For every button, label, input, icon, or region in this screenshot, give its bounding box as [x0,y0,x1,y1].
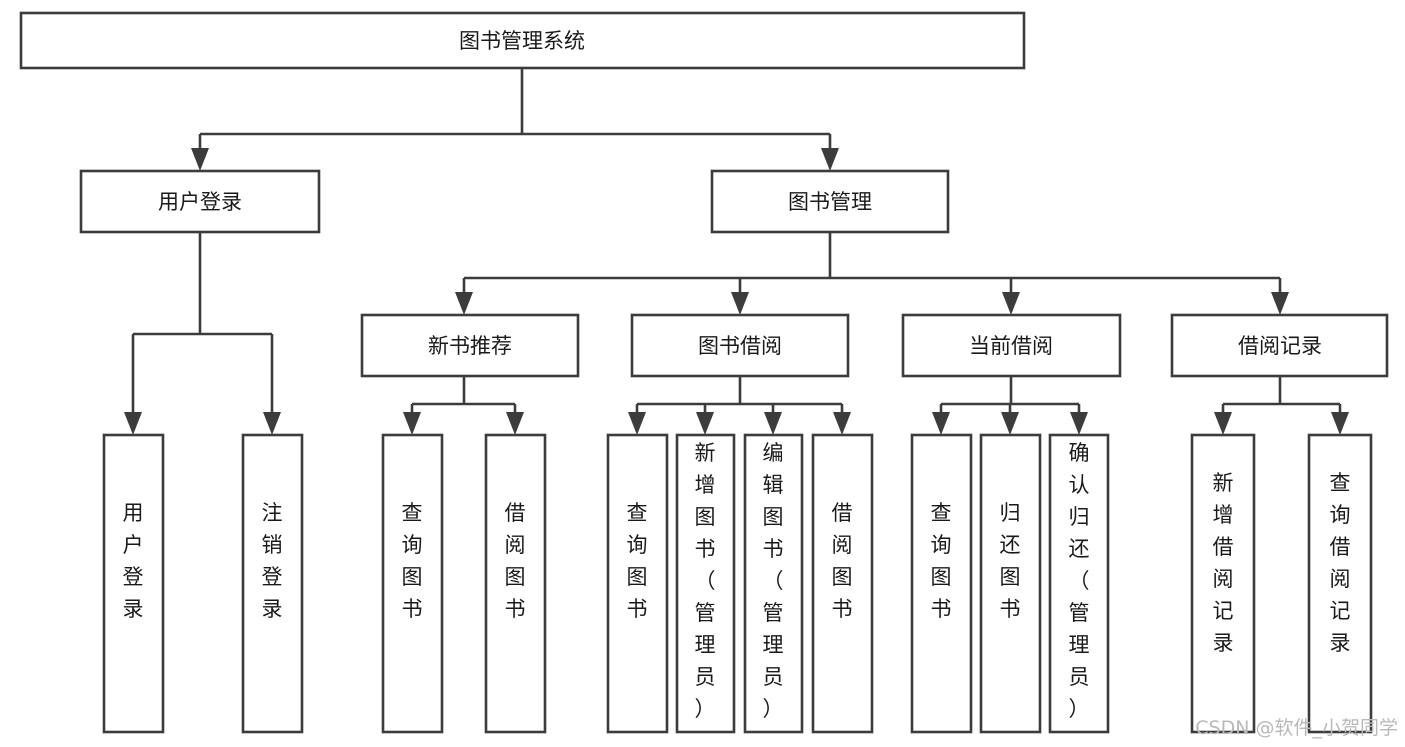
node-book-borrow-box[interactable] [630,313,850,378]
leaf-node-cb-return-box[interactable] [979,433,1042,734]
connector-group-user-login-leaves [124,232,281,435]
leaf-node-cb-query-label: 查询图书 [931,501,952,621]
leaf-node-newbook-query-box[interactable] [381,433,444,734]
arrow-head-br-add [1214,412,1232,435]
node-user-login-box[interactable] [79,169,321,234]
leaf-node-bb-query-label: 查询图书 [627,501,648,621]
arrow-head-newbook-query [403,412,421,435]
node-user-login[interactable]: 用户登录 [79,169,321,234]
leaf-node-bb-borrow[interactable]: 借阅图书 [811,433,874,734]
leaf-node-bb-add-box[interactable] [675,433,736,734]
leaf-node-newbook-query-label: 查询图书 [402,501,423,621]
arrow-head-borrow-record [1271,292,1289,315]
arrow-head-new-book [455,292,473,315]
node-root-label: 图书管理系统 [459,29,585,53]
connector-group-new-book-leaves [403,376,524,435]
leaf-node-cb-query[interactable]: 查询图书 [910,433,973,734]
node-book-management-label: 图书管理 [788,190,872,214]
leaf-node-cb-confirm-label: 确认归还（管理员） [1069,441,1090,721]
node-root-box[interactable] [19,11,1026,70]
leaf-node-bb-edit-box[interactable] [743,433,804,734]
leaf-node-bb-query[interactable]: 查询图书 [606,433,669,734]
node-current-borrow-label: 当前借阅 [969,334,1053,358]
leaf-node-user-login-label: 用户登录 [123,501,144,621]
connector-group-root [191,68,839,171]
leaf-node-bb-add[interactable]: 新增图书（管理员） [675,433,736,734]
node-root[interactable]: 图书管理系统 [19,11,1026,70]
csdn-watermark: CSDN @软件_小贺同学 [1195,717,1398,739]
leaf-node-bb-borrow-label: 借阅图书 [832,501,853,621]
arrow-head-bb-edit [764,412,782,435]
connector-group-borrow-record-leaves [1214,376,1349,435]
leaf-node-logout-box[interactable] [241,433,304,734]
leaf-node-newbook-borrow-label: 借阅图书 [505,501,526,621]
connector-group-book-mgmt [455,232,1289,315]
node-borrow-record-label: 借阅记录 [1238,334,1322,358]
arrow-head-user-login [191,148,209,171]
connector-group-current-borrow-leaves [932,376,1088,435]
leaf-node-cb-query-box[interactable] [910,433,973,734]
leaf-node-newbook-query[interactable]: 查询图书 [381,433,444,734]
arrow-head-cb-return [1001,412,1019,435]
arrow-head-leaf-user-login [124,412,142,435]
node-current-borrow-box[interactable] [901,313,1122,378]
leaf-node-bb-query-box[interactable] [606,433,669,734]
leaf-node-cb-return[interactable]: 归还图书 [979,433,1042,734]
leaf-node-br-query-box[interactable] [1307,433,1373,734]
leaf-node-user-login[interactable]: 用户登录 [102,433,165,734]
leaf-node-bb-edit[interactable]: 编辑图书（管理员） [743,433,804,734]
node-book-management[interactable]: 图书管理 [710,169,950,234]
leaf-node-bb-borrow-box[interactable] [811,433,874,734]
arrow-head-cb-query [932,412,950,435]
leaf-node-cb-return-label: 归还图书 [1000,501,1021,621]
node-borrow-record[interactable]: 借阅记录 [1170,313,1389,378]
leaf-node-br-add-label: 新增借阅记录 [1213,471,1234,655]
connector-group-book-borrow-leaves [628,376,851,435]
arrow-head-book-mgmt [821,148,839,171]
leaf-node-user-login-box[interactable] [102,433,165,734]
arrow-head-br-query [1331,412,1349,435]
leaf-node-cb-confirm[interactable]: 确认归还（管理员） [1048,433,1110,734]
leaf-node-bb-edit-label: 编辑图书（管理员） [763,441,784,721]
leaf-node-bb-add-label: 新增图书（管理员） [695,441,716,721]
leaf-node-logout-label: 注销登录 [262,501,283,621]
node-user-login-label: 用户登录 [158,190,242,214]
arrow-head-cb-confirm [1070,412,1088,435]
node-borrow-record-box[interactable] [1170,313,1389,378]
leaf-node-br-query[interactable]: 查询借阅记录 [1307,433,1373,734]
node-new-book-recommend-label: 新书推荐 [428,334,512,358]
leaf-node-newbook-borrow-box[interactable] [484,433,547,734]
node-book-borrow[interactable]: 图书借阅 [630,313,850,378]
arrow-head-book-borrow [731,292,749,315]
leaf-node-newbook-borrow[interactable]: 借阅图书 [484,433,547,734]
node-book-borrow-label: 图书借阅 [698,334,782,358]
leaf-node-logout[interactable]: 注销登录 [241,433,304,734]
leaf-node-br-query-label: 查询借阅记录 [1330,471,1351,655]
arrow-head-current-borrow [1002,292,1020,315]
node-new-book-recommend[interactable]: 新书推荐 [360,313,580,378]
node-book-management-box[interactable] [710,169,950,234]
arrow-head-newbook-borrow [506,412,524,435]
arrow-head-leaf-logout [263,412,281,435]
node-current-borrow[interactable]: 当前借阅 [901,313,1122,378]
node-new-book-recommend-box[interactable] [360,313,580,378]
leaf-node-br-add-box[interactable] [1190,433,1256,734]
leaf-node-cb-confirm-box[interactable] [1048,433,1110,734]
arrow-head-bb-borrow [833,412,851,435]
arrow-head-bb-add [696,412,714,435]
leaf-node-br-add[interactable]: 新增借阅记录 [1190,433,1256,734]
arrow-head-bb-query [628,412,646,435]
